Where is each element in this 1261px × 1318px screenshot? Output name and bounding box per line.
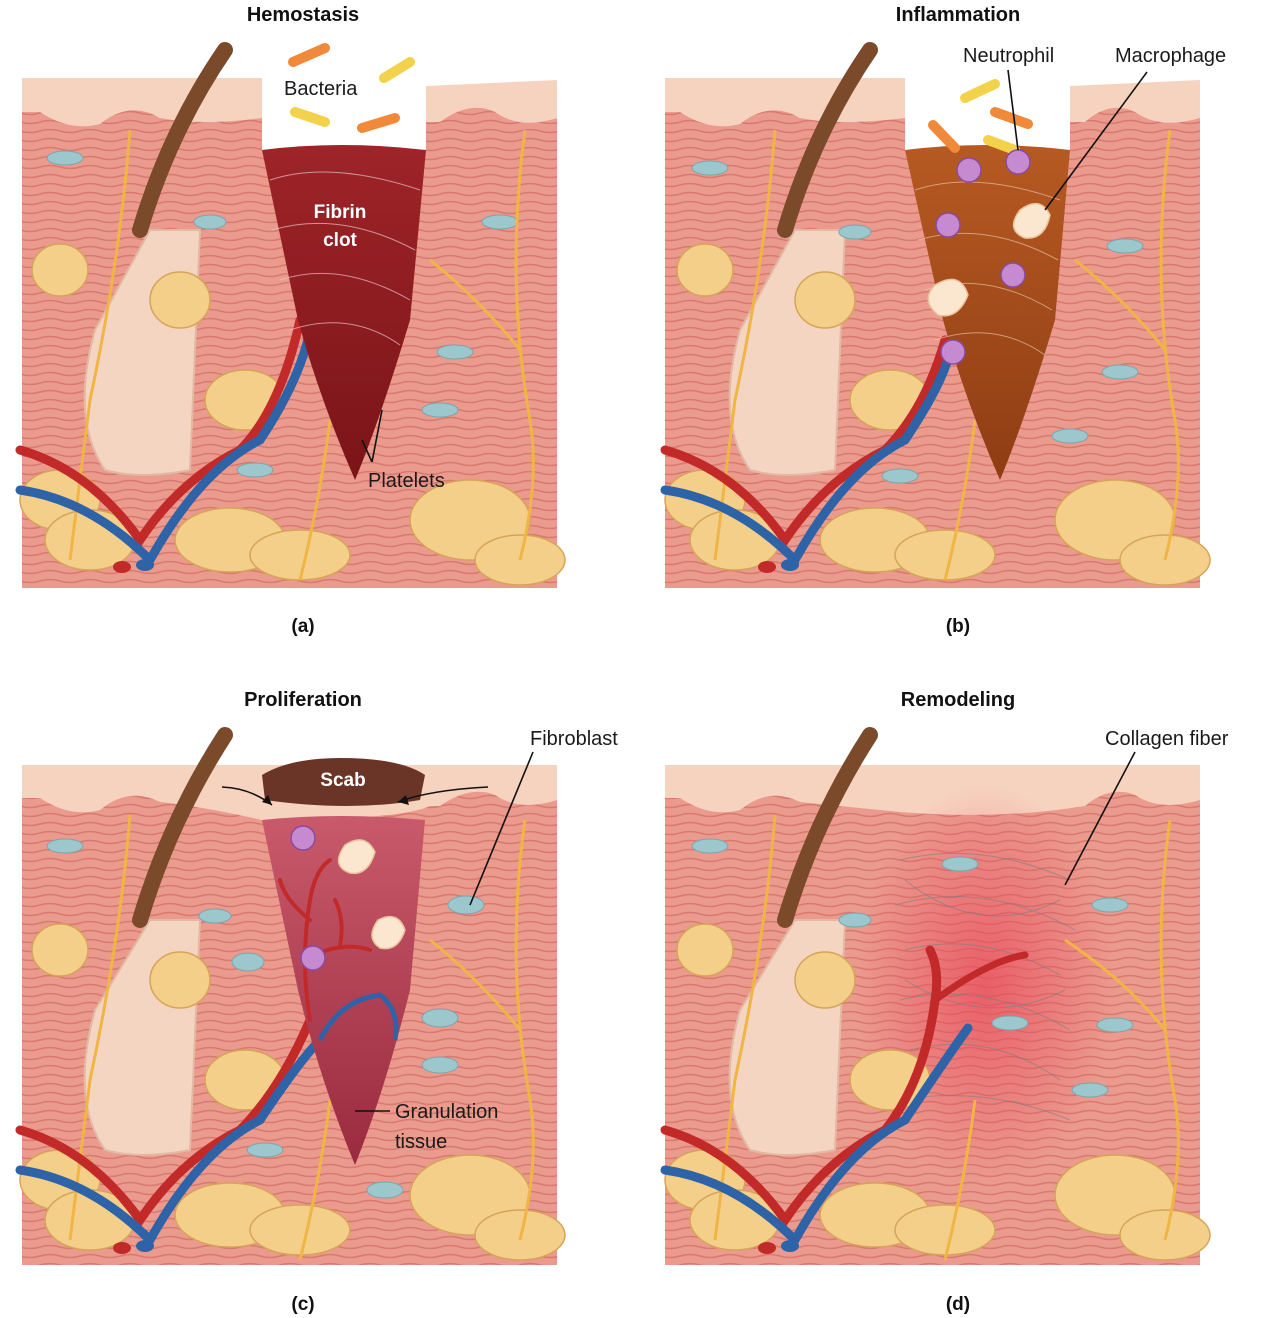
fibrin-clot [262,145,426,480]
panel-proliferation: Proliferation [15,689,618,1315]
panel-title: Proliferation [244,689,362,711]
collagen-fiber-label: Collagen fiber [1105,728,1229,750]
platelets-leader [361,409,383,463]
neutrophil-cells [935,149,1031,365]
bacteria-group [928,79,1033,155]
fibroblast-leader [469,751,534,906]
collagen-fiber-leader [1064,751,1136,886]
neutrophil-label: Neutrophil [963,45,1054,67]
macrophage-leader [1044,71,1148,211]
subcaption: (c) [291,1294,314,1315]
platelets-label: Platelets [368,470,445,492]
panel-title: Hemostasis [247,4,359,26]
subcaption: (b) [946,616,970,637]
panel-remodeling: Remodeling [660,689,1229,1315]
granulation-label-1: Granulation [395,1101,498,1123]
clot-label: clot [323,230,357,251]
skin-block [15,42,566,588]
macrophage-label: Macrophage [1115,45,1226,67]
panel-title: Inflammation [896,4,1020,26]
fibrin-label: Fibrin [314,202,367,223]
fibroblast-label: Fibroblast [530,728,618,750]
bacteria-label: Bacteria [284,78,358,100]
subcaption: (d) [946,1294,970,1315]
skin-block [660,727,1211,1265]
panel-title: Remodeling [901,689,1015,711]
neutrophil-leader [1007,69,1019,151]
bacteria-group [288,43,415,133]
subcaption: (a) [291,616,314,637]
granulation-label-2: tissue [395,1131,447,1153]
macrophage-cells [927,202,1051,317]
scab [262,758,425,806]
scab-label: Scab [320,770,365,791]
granulation-tissue [262,816,425,1165]
panel-inflammation: Inflammation [660,4,1226,637]
panel-hemostasis: Hemostasis [15,4,566,637]
skin-block [15,727,566,1265]
